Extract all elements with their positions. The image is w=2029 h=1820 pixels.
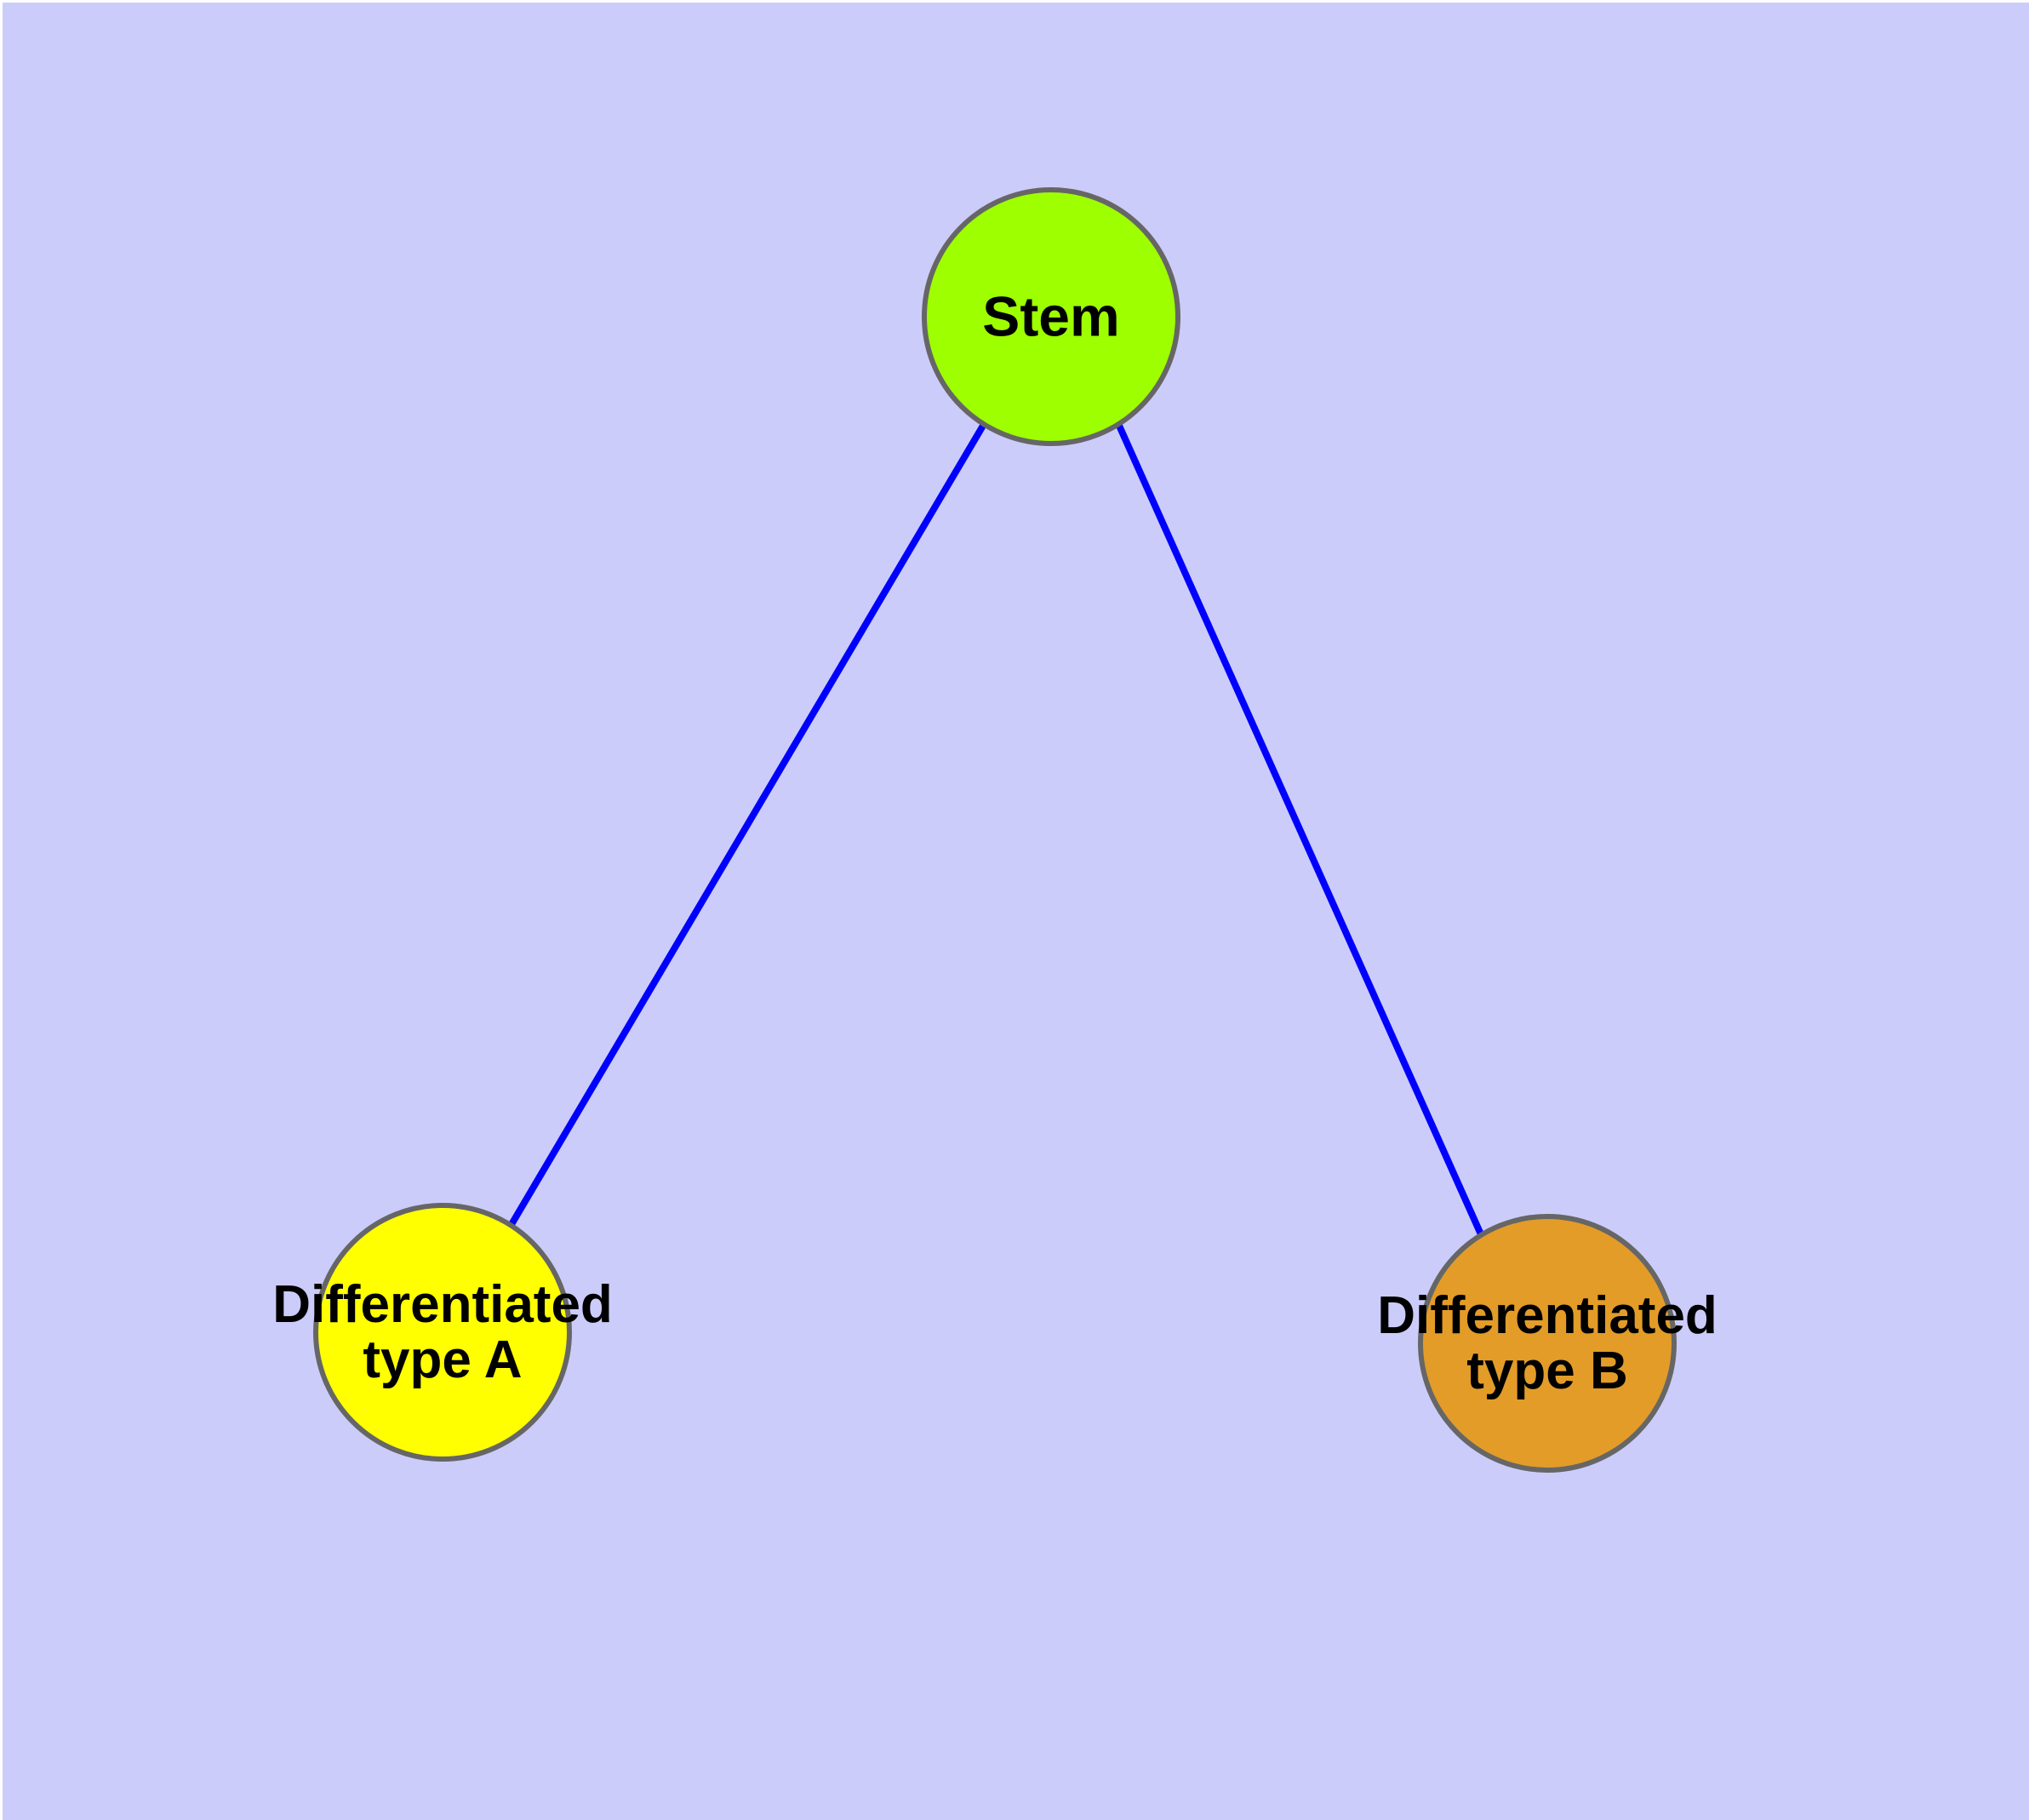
graph-svg [313, 187, 1677, 1473]
edge-layer [507, 423, 1484, 1236]
graph-node-stem[interactable] [922, 187, 1180, 446]
graph-edge-stem-to-diff-b[interactable] [1116, 424, 1484, 1236]
graph-node-diff_b[interactable] [1418, 1214, 1677, 1473]
node-layer [313, 187, 1677, 1473]
graph-edge-stem-to-diff-a[interactable] [507, 423, 986, 1228]
graph-node-diff_a[interactable] [313, 1203, 572, 1462]
